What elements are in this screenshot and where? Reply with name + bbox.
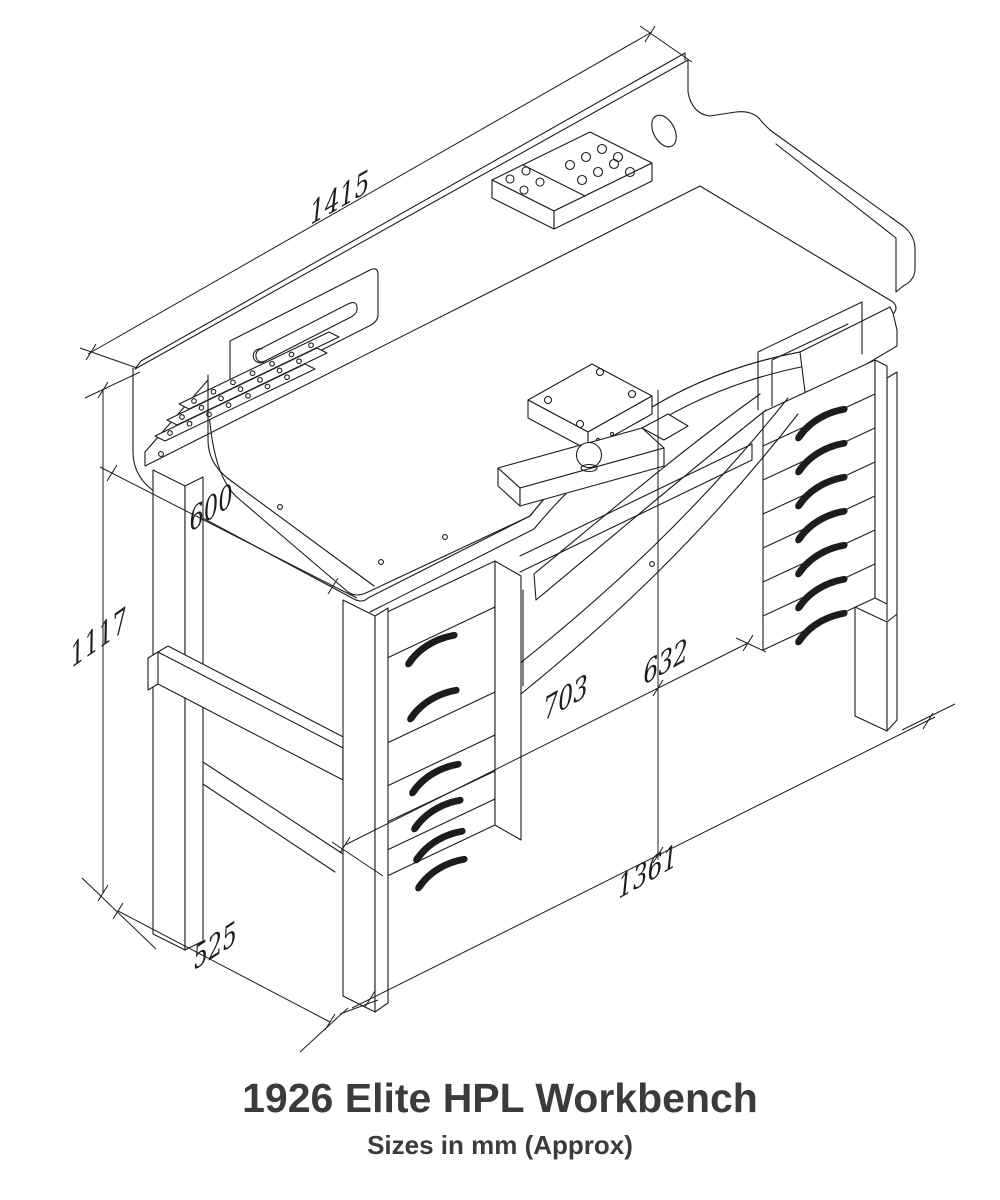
- dimension-label: 1117: [68, 600, 129, 676]
- sweep-aprons: [513, 393, 799, 699]
- left-legs: [147, 469, 389, 1013]
- rear-stretcher: [202, 761, 344, 873]
- dimension-label: 1415: [309, 162, 370, 232]
- right-rear-leg: [854, 606, 898, 732]
- slot-hook: [252, 348, 266, 364]
- dimension-base-depth: 525: [112, 902, 349, 1053]
- workbench: [132, 52, 916, 1013]
- drawing-title: 1926 Elite HPL Workbench: [242, 1075, 758, 1121]
- back-panel: [134, 52, 916, 395]
- bur-plate: [491, 131, 653, 230]
- dimension-label: 1361: [617, 836, 678, 906]
- dimension-label: 703: [543, 667, 589, 729]
- dimension-label: 632: [643, 631, 689, 693]
- right-rear-leg-upper: [886, 371, 898, 621]
- drawing-subtitle: Sizes in mm (Approx): [367, 1130, 633, 1160]
- handle-slot: [255, 301, 358, 363]
- right-shelf: [757, 301, 863, 411]
- dimension-height: 1117: [68, 371, 157, 950]
- right-drawer-bank: [762, 359, 888, 651]
- tray-knob: [575, 441, 603, 469]
- left-drawer-bank: [382, 560, 522, 892]
- screws: [158, 451, 655, 567]
- cord-hole: [651, 114, 677, 148]
- bench-pin-plate: [641, 413, 689, 441]
- armrest-assembly: [497, 363, 689, 507]
- bur-rack-strips: [154, 331, 340, 442]
